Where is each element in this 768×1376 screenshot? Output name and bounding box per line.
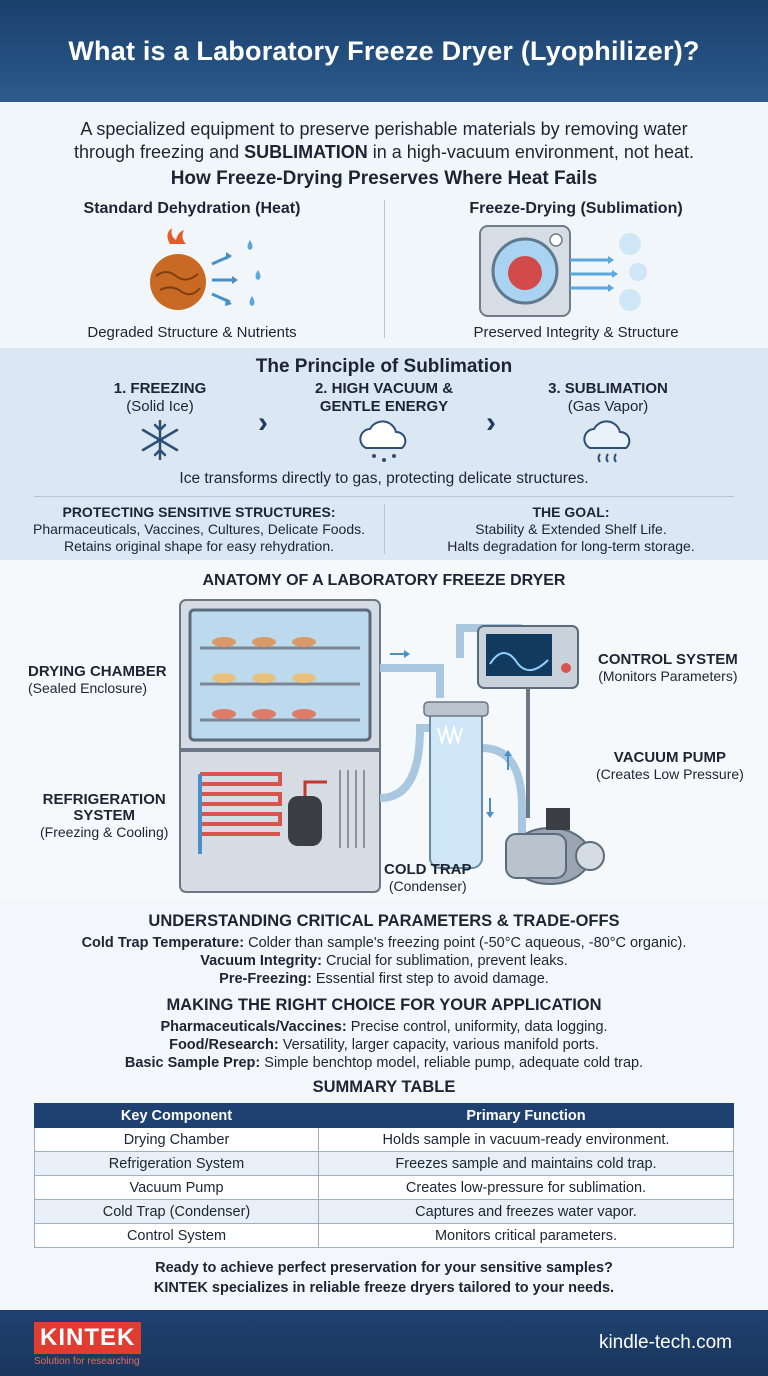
choice-food: Food/Research: Versatility, larger capac…	[169, 1037, 599, 1053]
kintek-logo[interactable]: KINTEK Solution for researching	[34, 1322, 142, 1367]
table-row: Cold Trap (Condenser)Captures and freeze…	[34, 1199, 734, 1224]
cold-trap-label: COLD TRAP (Condenser)	[384, 861, 472, 895]
cloud-vapor-icon	[359, 420, 407, 462]
heat-caption: Degraded Structure & Nutrients	[87, 324, 297, 341]
principle-title: The Principle of Sublimation	[255, 356, 513, 377]
table-header-row: Key Component Primary Function	[34, 1103, 734, 1128]
anatomy-title: ANATOMY OF A LABORATORY FREEZE DRYER	[202, 572, 566, 589]
freeze-dryer-diagram	[179, 599, 605, 893]
freeze-dryer-chamber-icon	[479, 225, 647, 317]
page-title: What is a Laboratory Freeze Dryer (Lyoph…	[68, 35, 700, 66]
step-vacuum: 2. HIGH VACUUM & GENTLE ENERGY	[314, 380, 454, 415]
principle-divider	[34, 496, 734, 497]
freeze-caption: Preserved Integrity & Structure	[473, 324, 679, 341]
param-cold-trap: Cold Trap Temperature: Colder than sampl…	[81, 935, 687, 951]
choice-title: MAKING THE RIGHT CHOICE FOR YOUR APPLICA…	[166, 996, 602, 1014]
table-header-cell: Key Component	[34, 1103, 319, 1128]
anatomy-section: ANATOMY OF A LABORATORY FREEZE DRYER	[0, 560, 768, 900]
call-to-action: Ready to achieve perfect preservation fo…	[153, 1260, 615, 1296]
snowflake-icon	[141, 419, 179, 461]
intro-text: A specialized equipment to preserve peri…	[30, 118, 738, 164]
parameters-title: UNDERSTANDING CRITICAL PARAMETERS & TRAD…	[148, 912, 620, 930]
control-system-label: CONTROL SYSTEM (Monitors Parameters)	[598, 651, 738, 685]
drying-chamber-label: DRYING CHAMBER (Sealed Enclosure)	[28, 663, 167, 697]
footer: KINTEK Solution for researching kindle-t…	[0, 1310, 768, 1376]
brand-tagline: Solution for researching	[34, 1356, 140, 1367]
summary-table: Key Component Primary Function Drying Ch…	[34, 1103, 734, 1248]
vacuum-pump-label: VACUUM PUMP (Creates Low Pressure)	[596, 749, 744, 783]
website-link[interactable]: kindle-tech.com	[598, 1332, 732, 1353]
intro-section: A specialized equipment to preserve peri…	[0, 102, 768, 348]
intro-line-2: through freezing and SUBLIMATION in a hi…	[74, 142, 694, 162]
choice-section: MAKING THE RIGHT CHOICE FOR YOUR APPLICA…	[0, 996, 768, 1072]
step-sublimation: 3. SUBLIMATION (Gas Vapor)	[548, 380, 668, 415]
dehydrated-fruit-icon	[150, 228, 261, 310]
gas-vapor-icon	[583, 420, 631, 463]
intro-line-1: A specialized equipment to preserve peri…	[80, 119, 688, 139]
sublimation-caption: Ice transforms directly to gas, protecti…	[179, 470, 589, 487]
the-goal: THE GOAL: Stability & Extended Shelf Lif…	[447, 504, 695, 554]
chevron-right-icon: ›	[486, 406, 496, 439]
freeze-column-title: Freeze-Drying (Sublimation)	[469, 200, 683, 217]
principle-vdivider	[384, 504, 385, 554]
param-prefreezing: Pre-Freezing: Essential first step to av…	[219, 971, 549, 987]
chevron-right-icon: ›	[258, 406, 268, 439]
parameters-section: UNDERSTANDING CRITICAL PARAMETERS & TRAD…	[0, 912, 768, 988]
choice-pharma: Pharmaceuticals/Vaccines: Precise contro…	[160, 1019, 608, 1035]
sublimation-emphasis: SUBLIMATION	[244, 142, 368, 162]
summary-title: SUMMARY TABLE	[312, 1078, 456, 1096]
brand-name: KINTEK	[34, 1322, 142, 1354]
heat-column-title: Standard Dehydration (Heat)	[83, 200, 301, 217]
param-vacuum: Vacuum Integrity: Crucial for sublimatio…	[200, 953, 568, 969]
comparison-divider	[384, 200, 385, 338]
comparison-title: How Freeze-Drying Preserves Where Heat F…	[170, 168, 598, 189]
choice-basic: Basic Sample Prep: Simple benchtop model…	[124, 1055, 644, 1071]
refrigeration-system-label: REFRIGERATION SYSTEM (Freezing & Cooling…	[40, 791, 169, 841]
table-header-cell: Primary Function	[318, 1103, 734, 1128]
step-freezing: 1. FREEZING (Solid Ice)	[113, 380, 207, 415]
protecting-structures: PROTECTING SENSITIVE STRUCTURES: Pharmac…	[33, 504, 365, 554]
header-banner: What is a Laboratory Freeze Dryer (Lyoph…	[0, 0, 768, 102]
